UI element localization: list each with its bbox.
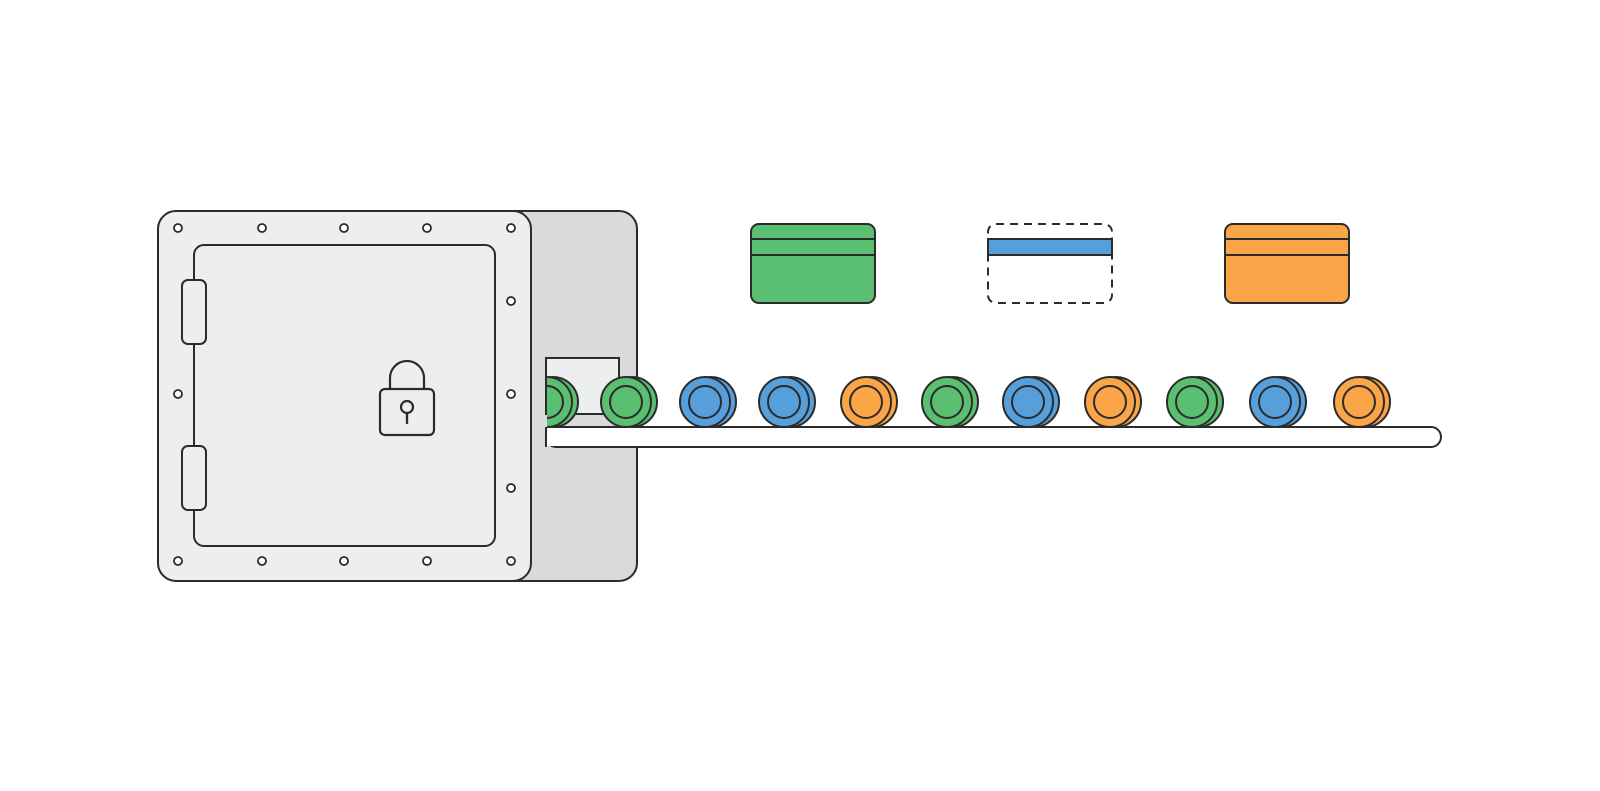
card-blue (987, 223, 1113, 304)
coin-blue (758, 376, 816, 428)
coin-shape (1342, 385, 1376, 419)
coin-blue (1249, 376, 1307, 428)
coin-shape (547, 385, 564, 419)
card-shape (987, 223, 1113, 304)
coin-shape (849, 385, 883, 419)
vault-hinge-top (181, 279, 207, 345)
coin-orange (1084, 376, 1142, 428)
coin-shape (1175, 385, 1209, 419)
vault-door-panel (193, 244, 496, 547)
coin-blue (679, 376, 737, 428)
vault-hinge-bottom (181, 445, 207, 511)
padlock-icon (378, 359, 436, 437)
conveyor-belt (545, 426, 1442, 448)
coin-green (600, 376, 658, 428)
coin-shape (767, 385, 801, 419)
coin-shape (609, 385, 643, 419)
coin-shape (688, 385, 722, 419)
coin-blue (1002, 376, 1060, 428)
coin-shape (930, 385, 964, 419)
coin-orange (840, 376, 898, 428)
coin-green (547, 376, 579, 428)
coins-row (547, 376, 1391, 428)
coin-green (921, 376, 979, 428)
coin-orange (1333, 376, 1391, 428)
card-shape (1224, 223, 1350, 304)
coin-shape (1011, 385, 1045, 419)
conveyor-belt-left-end (546, 428, 560, 446)
card-shape (750, 223, 876, 304)
coin-shape (1258, 385, 1292, 419)
card-shape (987, 238, 1113, 256)
card-orange (1224, 223, 1350, 304)
coin-green (1166, 376, 1224, 428)
cards-row (750, 223, 1350, 304)
vault-icon (157, 210, 638, 582)
vault-rivets (173, 223, 516, 566)
card-green (750, 223, 876, 304)
coin-shape (1093, 385, 1127, 419)
